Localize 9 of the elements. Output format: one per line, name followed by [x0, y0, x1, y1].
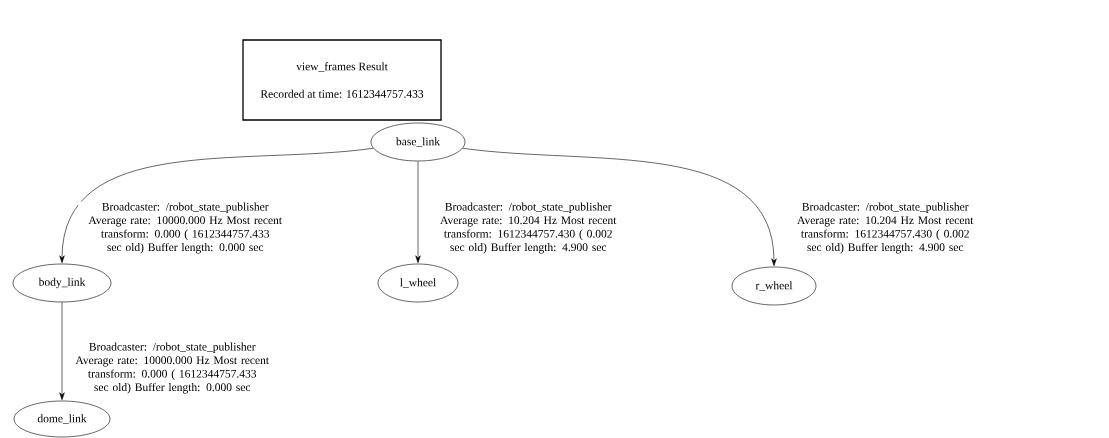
- title-box: view_frames Result Recorded at time: 1612344757.433: [242, 39, 442, 121]
- arrow: [59, 148, 374, 264]
- arrow: [462, 148, 777, 267]
- edge-label: Broadcaster: /robot_state_publisher Average rate: 10.204 Hz Most recent transform: 1612344757.430 ( 0.002 sec old) Buffer length: 4.900 sec: [778, 201, 993, 255]
- arrow: [415, 161, 421, 264]
- edge-label: Broadcaster: /robot_state_publisher Average rate: 10.204 Hz Most recent transform: 1612344757.430 ( 0.002 sec old) Buffer length: 4.900 sec: [421, 201, 636, 255]
- edge-label: Broadcaster: /robot_state_publisher Average rate: 10000.000 Hz Most recent transform: 0.000 ( 1612344757.433 sec old) Buffer length: 0.000 sec: [78, 201, 293, 255]
- arrow: [59, 302, 65, 401]
- edge-label: Broadcaster: /robot_state_publisher Average rate: 10000.000 Hz Most recent transform: 0.000 ( 1612344757.433 sec old) Buffer length: 0.000 sec: [65, 341, 280, 395]
